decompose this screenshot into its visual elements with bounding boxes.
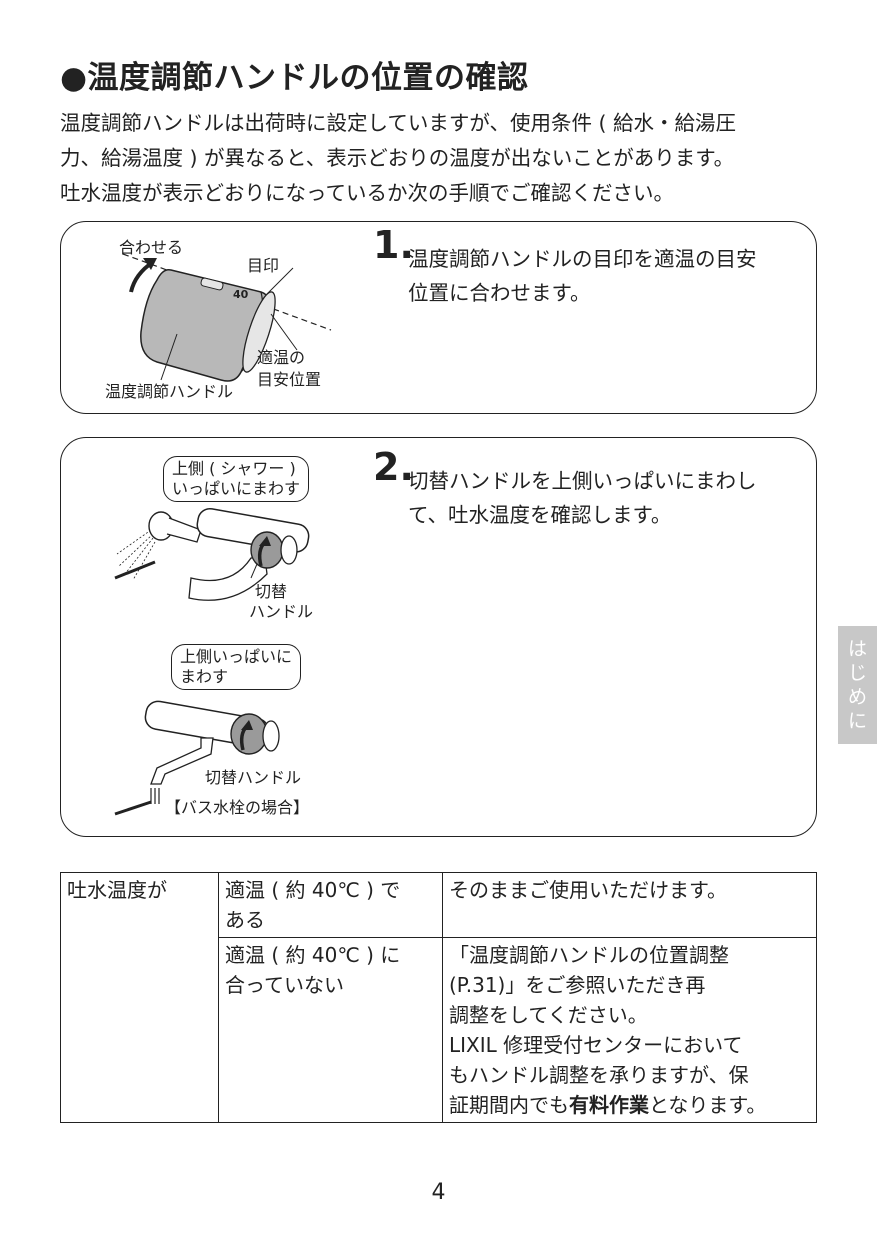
table-header-cell: 吐水温度が bbox=[60, 872, 219, 1123]
bubble-line: 上側いっぱいに bbox=[180, 647, 293, 666]
tab-char: め bbox=[847, 686, 867, 708]
label-line: ハンドル bbox=[249, 602, 314, 621]
appropriate-temp-label: 適温の bbox=[257, 348, 306, 367]
bubble-line: まわす bbox=[180, 667, 229, 686]
step1-number: 1. bbox=[373, 223, 414, 267]
intro-line: 力、給湯温度 ) が異なると、表示どおりの温度が出ないことがあります。 bbox=[60, 146, 735, 170]
mark-label: 目印 bbox=[247, 256, 280, 275]
step1-line: 位置に合わせます。 bbox=[408, 281, 591, 305]
condition-cell: 適温 ( 約 40℃ ) で ある bbox=[218, 872, 443, 938]
table-row: 吐水温度が 適温 ( 約 40℃ ) で ある そのままご使用いただけます。 bbox=[60, 872, 817, 1123]
guide-position-label: 目安位置 bbox=[257, 370, 322, 389]
tab-char: に bbox=[847, 710, 867, 732]
tab-char: じ bbox=[847, 662, 867, 684]
table-row: 適温 ( 約 40℃ ) に 合っていない 「温度調節ハンドルの位置調整 (P.… bbox=[61, 937, 817, 1123]
step2-line: て、吐水温度を確認します。 bbox=[408, 503, 672, 527]
temperature-handle-illustration bbox=[122, 253, 332, 382]
switch-handle-label: 切替 ハンドル bbox=[249, 582, 313, 622]
callout-bubble: 上側いっぱいに まわす bbox=[171, 644, 302, 690]
tab-char: は bbox=[847, 638, 867, 660]
label-line: 切替 bbox=[255, 582, 288, 601]
step2-number: 2. bbox=[373, 445, 414, 489]
switch-handle-label: 切替ハンドル bbox=[205, 768, 302, 787]
step2-panel: 上側 ( シャワー ) いっぱいにまわす 切替 ハンドル 上側いっぱいに まわす… bbox=[60, 437, 817, 837]
callout-bubble: 上側 ( シャワー ) いっぱいにまわす bbox=[163, 456, 310, 502]
bubble-line: 上側 ( シャワー ) bbox=[172, 459, 296, 478]
temp-handle-label: 温度調節ハンドル bbox=[105, 382, 234, 401]
temperature-check-table: 吐水温度が 適温 ( 約 40℃ ) で ある そのままご使用いただけます。 適… bbox=[60, 872, 817, 1123]
step2-line: 切替ハンドルを上側いっぱいにまわし bbox=[408, 469, 757, 493]
step1-panel: 合わせる 目印 40 適温の 目安位置 温度調節ハンドル 1. 温度調節ハンドル… bbox=[60, 221, 817, 414]
result-cell: そのままご使用いただけます。 bbox=[442, 872, 817, 938]
paid-work-emphasis: 有料作業 bbox=[569, 1093, 649, 1117]
page-title: ●温度調節ハンドルの位置の確認 bbox=[60, 60, 529, 96]
step1-line: 温度調節ハンドルの目印を適温の目安 bbox=[408, 247, 757, 271]
result-cell: 「温度調節ハンドルの位置調整 (P.31)」をご参照いただき再 調整をしてくださ… bbox=[442, 937, 817, 1123]
scale-label: 40 bbox=[233, 288, 249, 301]
page-number: 4 bbox=[431, 1180, 446, 1205]
awaseru-label: 合わせる bbox=[119, 238, 184, 257]
intro-text: 温度調節ハンドルは出荷時に設定していますが、使用条件 ( 給水・給湯圧 力、給湯… bbox=[60, 106, 830, 211]
shower-faucet-illustration bbox=[114, 507, 310, 816]
intro-line: 温度調節ハンドルは出荷時に設定していますが、使用条件 ( 給水・給湯圧 bbox=[60, 111, 737, 135]
bath-faucet-caption: 【バス水栓の場合】 bbox=[165, 798, 310, 817]
section-tab[interactable]: は じ め に bbox=[838, 626, 877, 744]
intro-line: 吐水温度が表示どおりになっているか次の手順でご確認ください。 bbox=[60, 181, 674, 205]
bubble-line: いっぱいにまわす bbox=[172, 479, 301, 498]
condition-cell: 適温 ( 約 40℃ ) に 合っていない bbox=[218, 937, 443, 1123]
result-last-line: 証期間内でも有料作業となります。 bbox=[449, 1093, 767, 1117]
